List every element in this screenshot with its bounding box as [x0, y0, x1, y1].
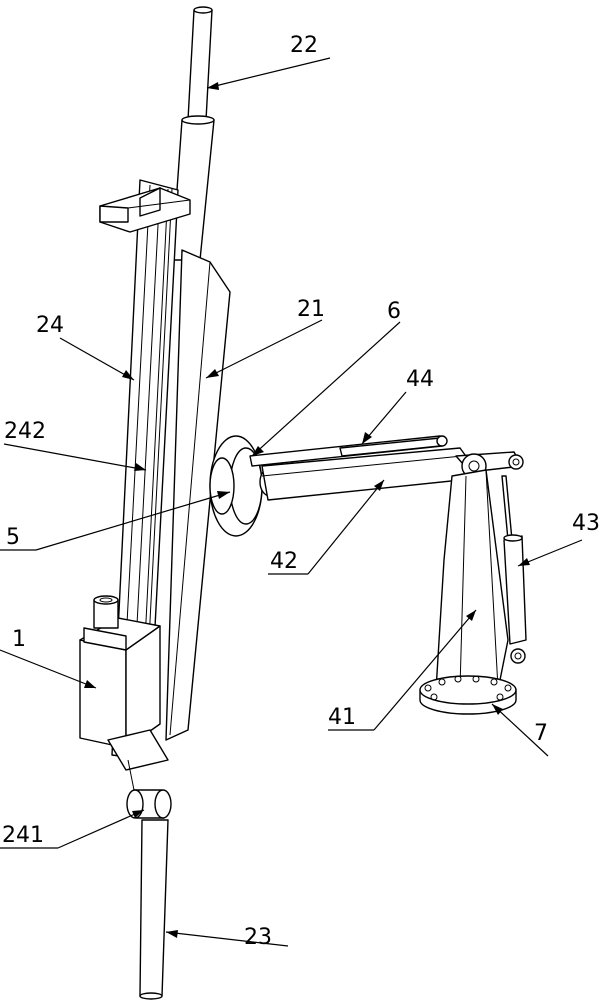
support-column	[435, 469, 509, 691]
leader-42	[268, 479, 385, 575]
leader-242	[3, 443, 147, 471]
hydraulic-cylinder-vertical	[501, 475, 527, 664]
carriage-motor	[93, 595, 119, 629]
mast-lower-rod	[139, 819, 169, 1000]
leader-43	[517, 539, 583, 567]
label-23: 23	[244, 925, 272, 950]
leader-44	[361, 391, 407, 445]
leader-1	[0, 649, 97, 689]
label-1: 1	[12, 627, 26, 652]
leader-5	[0, 491, 231, 551]
label-7: 7	[534, 721, 548, 746]
leader-22	[206, 57, 331, 90]
leader-41	[328, 609, 477, 731]
top-bracket	[99, 187, 191, 233]
label-44: 44	[406, 367, 434, 392]
leader-241	[0, 809, 145, 849]
label-43: 43	[572, 511, 600, 536]
label-24: 24	[36, 313, 64, 338]
elbow-joint	[455, 451, 524, 479]
roller	[126, 789, 172, 819]
leader-23	[165, 930, 289, 947]
carriage-lower-plate	[107, 729, 169, 771]
mast-upper-sleeve	[171, 115, 215, 261]
leader-21	[205, 319, 323, 379]
label-6: 6	[387, 299, 401, 324]
hydraulic-cylinder-upper	[249, 435, 448, 467]
leader-7	[491, 703, 549, 757]
label-242: 242	[4, 419, 46, 444]
label-22: 22	[290, 33, 318, 58]
label-21: 21	[297, 297, 325, 322]
rotary-disc	[209, 435, 263, 537]
label-5: 5	[6, 525, 20, 550]
mast-upper-rod	[187, 6, 213, 121]
label-42: 42	[270, 549, 298, 574]
label-241: 241	[2, 823, 44, 848]
base-flange	[419, 675, 517, 715]
leader-6	[251, 321, 401, 457]
carriage-block	[79, 617, 161, 749]
label-41: 41	[328, 705, 356, 730]
leader-24	[59, 337, 135, 381]
